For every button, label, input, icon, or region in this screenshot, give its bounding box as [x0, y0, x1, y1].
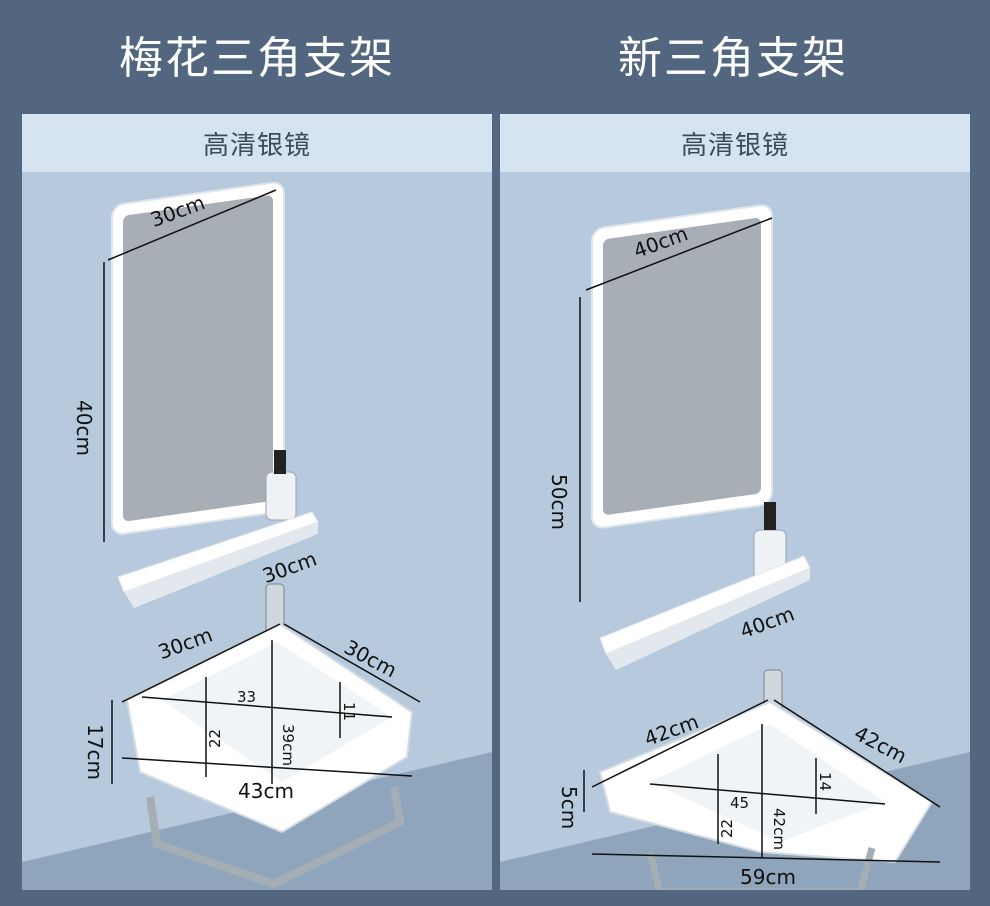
left-product-illustration: 30cm 40cm 30cm 30cm 30cm 33 22 39cm 11 1…	[22, 181, 492, 890]
inner-39-label: 39cm	[279, 724, 297, 766]
inner-14-label: 14	[816, 772, 834, 791]
mirror-glass	[603, 218, 761, 515]
dim-line-basin-side-a	[591, 699, 769, 788]
inner-22-label: 22	[206, 729, 224, 748]
basin-width-label: 43cm	[238, 779, 294, 803]
dim-line-mirror-width	[585, 217, 773, 291]
inner-22-label: 22	[718, 819, 736, 838]
mirror-glass	[123, 195, 273, 522]
dim-line-basin-side-b	[773, 699, 941, 808]
right-product-panel: 高清银镜 40cm 50cm 40cm 42cm 42cm	[500, 114, 970, 890]
right-mirror-type: 高清银镜	[500, 114, 970, 172]
left-product-panel: 高清银镜 30cm 40cm 30cm 30cm	[22, 114, 492, 890]
inner-33-label: 33	[237, 688, 256, 706]
basin-bowl	[162, 642, 392, 782]
basin-height-label: 17cm	[83, 724, 107, 780]
towel-rail	[146, 786, 405, 889]
right-title: 新三角支架	[618, 33, 848, 84]
soap-pump	[764, 502, 776, 530]
dim-line-basin-side-a	[121, 623, 281, 703]
shelf-edge	[606, 568, 810, 670]
soap-pump	[274, 450, 286, 474]
soap-bottle	[265, 471, 297, 521]
dim-line-inner-33	[141, 696, 393, 718]
left-title: 梅花三角支架	[119, 33, 395, 84]
left-mirror-type: 高清银镜	[22, 114, 492, 172]
basin-bowl	[650, 724, 885, 842]
dim-line-basin-side-b	[283, 623, 421, 703]
towel-rail	[646, 847, 876, 890]
mirror-height-label: 40cm	[72, 400, 96, 456]
inner-45-label: 45	[730, 794, 749, 812]
inner-11-label: 11	[340, 702, 358, 721]
basin-width-label: 59cm	[740, 865, 796, 889]
dim-line-inner-45	[649, 783, 886, 805]
basin-height-label: 5cm	[557, 786, 581, 829]
mirror-height-label: 50cm	[547, 474, 571, 530]
dim-line-mirror-width	[107, 189, 277, 261]
basin-side-a-label: 30cm	[155, 623, 216, 665]
dim-line-basin-width	[591, 853, 941, 863]
inner-42-label: 42cm	[770, 808, 788, 850]
dim-line-basin-width	[121, 757, 413, 777]
shelf-edge	[124, 522, 318, 608]
right-product-illustration: 40cm 50cm 40cm 42cm 42cm 45 22 42cm 14 5…	[500, 204, 970, 890]
